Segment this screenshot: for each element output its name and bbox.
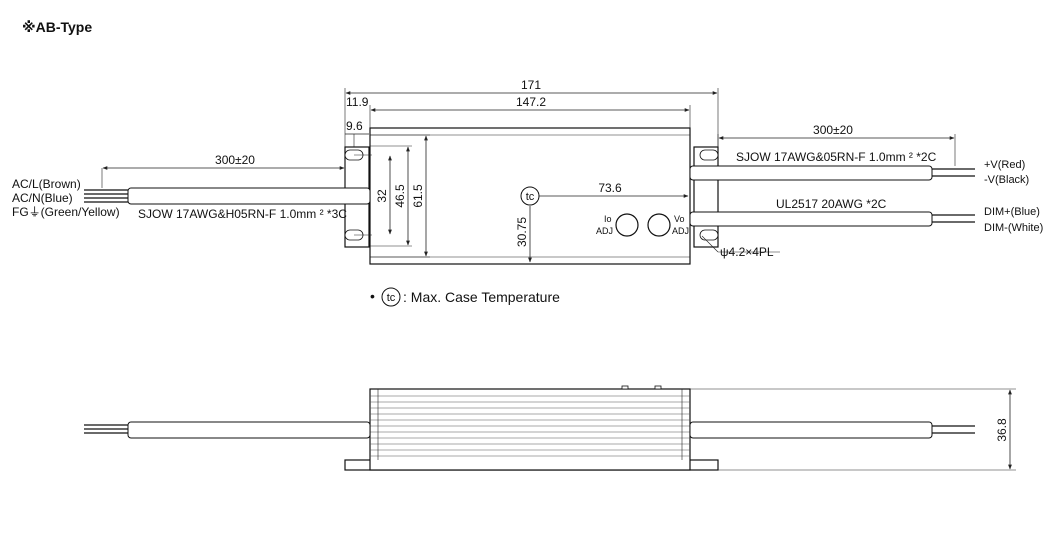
side-input-cable [127, 421, 371, 439]
legend-tc-symbol [381, 287, 401, 307]
label-fg: FG⏚(Green/Yellow) [12, 205, 120, 219]
tc-symbol-text: tc [526, 191, 535, 203]
dim-flange-width: 61.5 [411, 184, 425, 208]
label-dim-plus: DIM+(Blue) [984, 206, 1040, 218]
output-cable [689, 165, 933, 181]
dim-body-length: 147.2 [516, 95, 546, 109]
dim-tc-x: 73.6 [598, 181, 622, 195]
side-view: 36.8 [84, 385, 1016, 471]
label-dim-cable: UL2517 20AWG *2C [776, 197, 887, 211]
dim-tc-y: 30.75 [515, 217, 529, 247]
dim-input-wire-length: 300±20 [215, 153, 255, 167]
dim-flange-offset: 11.9 [346, 95, 369, 109]
legend: • tc : Max. Case Temperature [370, 287, 560, 307]
label-input-cable: SJOW 17AWG&H05RN-F 1.0mm ² *3C [138, 207, 347, 221]
label-ac-l: AC/L(Brown) [12, 177, 81, 191]
dim-hole-spacing: 32 [375, 189, 389, 203]
vo-adj-label: ADJ [672, 226, 689, 236]
dim-height: 36.8 [995, 418, 1009, 442]
title: ※AB-Type [22, 19, 92, 35]
legend-text: : Max. Case Temperature [403, 289, 560, 305]
label-minus-v: -V(Black) [984, 174, 1029, 186]
dim-flange-inner: 46.5 [393, 184, 407, 208]
dim-overall-length: 171 [521, 78, 541, 92]
dim-hole-offset: 9.6 [346, 119, 363, 133]
side-body [369, 388, 691, 471]
vo-label: Vo [674, 214, 685, 224]
dim-mounting-hole: ψ4.2×4PL [720, 245, 774, 259]
label-plus-v: +V(Red) [984, 159, 1025, 171]
dim-output-wire-length: 300±20 [813, 123, 853, 137]
input-cable [127, 187, 371, 205]
side-output-cable [689, 421, 933, 439]
label-dim-minus: DIM-(White) [984, 222, 1043, 234]
vo-adj-knob [647, 213, 671, 237]
io-adj-label: ADJ [596, 226, 613, 236]
legend-tc-text: tc [387, 292, 396, 304]
io-adj-knob [615, 213, 639, 237]
label-ac-n: AC/N(Blue) [12, 191, 73, 205]
io-label: Io [604, 214, 612, 224]
dim-cable [689, 211, 933, 227]
top-view: Io ADJ Vo ADJ tc 73.6 30.75 171 147.2 11… [12, 78, 1043, 265]
label-output-cable: SJOW 17AWG&05RN-F 1.0mm ² *2C [736, 150, 937, 164]
legend-bullet: • [370, 288, 375, 304]
